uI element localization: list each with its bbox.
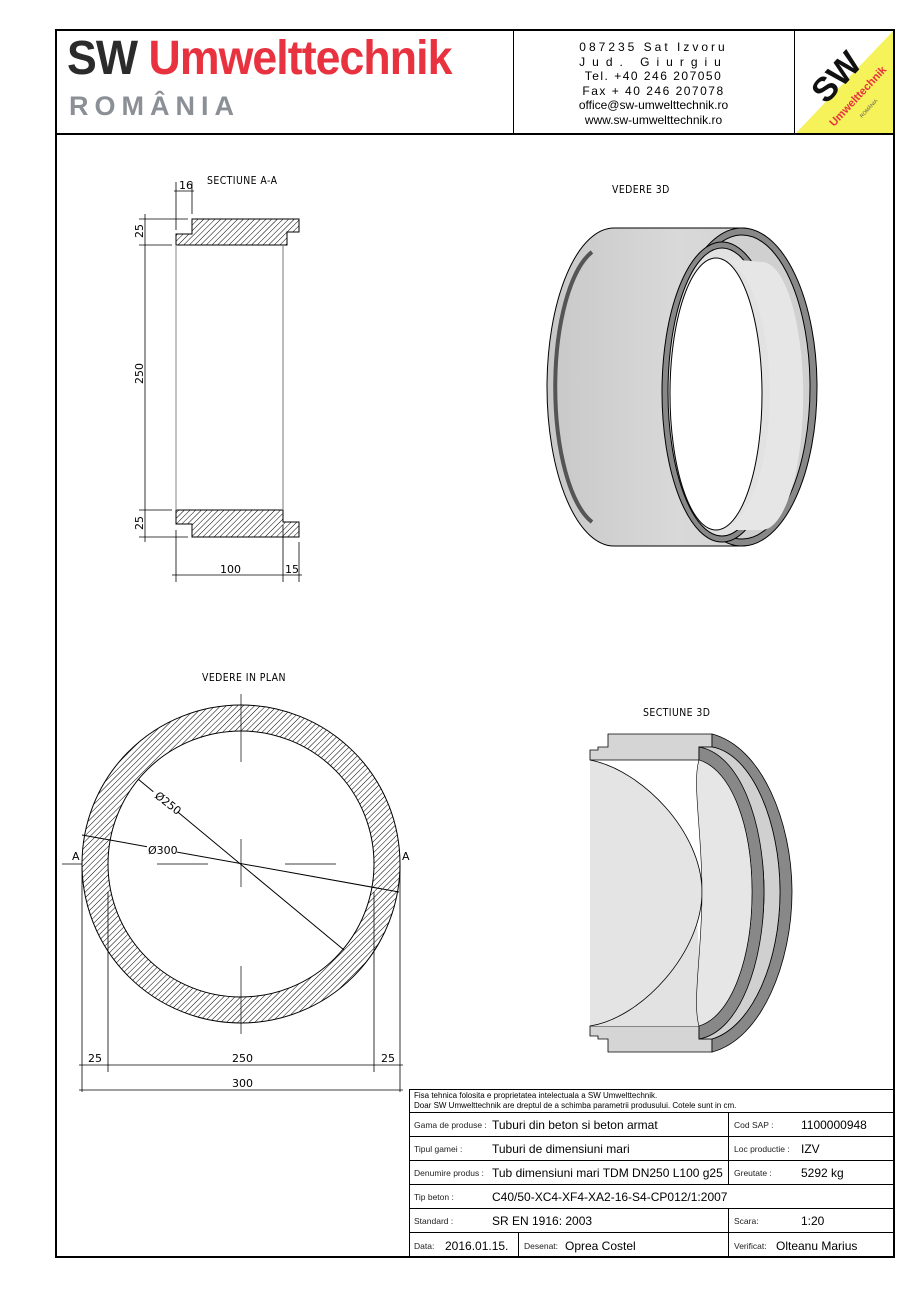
section-mark-right: A <box>402 850 410 863</box>
title-block: Fisa tehnica folosita e proprietatea int… <box>409 1089 893 1258</box>
contact-email[interactable]: office@sw-umwelttechnik.ro <box>578 98 729 112</box>
contact-fax: Fax + 40 246 207078 <box>582 83 725 98</box>
technical-sheet: SW Umwelttechnik ROMÂNIA 087235 Sat Izvo… <box>55 29 895 1258</box>
contact-address: 087235 Sat Izvoru <box>579 40 728 54</box>
brand-wordmark: SW Umwelttechnik <box>67 31 453 86</box>
svg-text:16: 16 <box>179 179 193 192</box>
svg-text:250: 250 <box>232 1052 253 1065</box>
company-logo: SW Umwelttechnik ROMÂNIA <box>796 31 893 133</box>
section-aa-drawing: 16 25 250 25 100 15 <box>62 179 818 1092</box>
brand-name: Umwelttechnik <box>148 32 453 85</box>
greutate-value: 5292 kg <box>801 1165 844 1180</box>
data-value: 2016.01.15. <box>445 1238 509 1253</box>
view-3d-drawing <box>546 227 818 547</box>
scara-value: 1:20 <box>801 1213 825 1228</box>
gama-value: Tuburi din beton si beton armat <box>492 1117 658 1132</box>
svg-text:25: 25 <box>381 1052 395 1065</box>
plan-view-drawing: Ø250 Ø300 A A 25 250 25 300 <box>62 694 410 1092</box>
row-beton: Tip beton : C40/50-XC4-XF4-XA2-16-S4-CP0… <box>410 1185 893 1209</box>
svg-text:15: 15 <box>285 563 299 576</box>
loc-label: Loc productie : <box>734 1143 790 1154</box>
svg-text:25: 25 <box>133 224 146 238</box>
brand-sw: SW <box>67 32 138 85</box>
svg-text:300: 300 <box>232 1077 253 1090</box>
svg-text:Ø300: Ø300 <box>148 844 178 857</box>
title-block-note: Fisa tehnica folosita e proprietatea int… <box>410 1090 893 1113</box>
section-3d-title: SECTIUNE 3D <box>643 706 711 719</box>
beton-value: C40/50-XC4-XF4-XA2-16-S4-CP012/1:2007 <box>492 1189 728 1204</box>
row-tipul: Tipul gamei : Tuburi de dimensiuni mari … <box>410 1137 893 1161</box>
loc-value: IZV <box>801 1141 820 1156</box>
svg-text:250: 250 <box>133 363 146 384</box>
note-line-1: Fisa tehnica folosita e proprietatea int… <box>414 1091 658 1100</box>
cod-sap-value: 1100000948 <box>801 1117 867 1132</box>
section-3d-drawing <box>589 733 793 1053</box>
desenat-label: Desenat: <box>524 1240 559 1251</box>
svg-text:25: 25 <box>133 516 146 530</box>
row-signatures: Data: 2016.01.15. Desenat: Oprea Costel … <box>410 1233 893 1258</box>
row-gama: Gama de produse : Tuburi din beton si be… <box>410 1113 893 1137</box>
brand-country: ROMÂNIA <box>69 91 240 121</box>
view-3d-title: VEDERE 3D <box>612 183 670 196</box>
gama-label: Gama de produse : <box>414 1119 487 1130</box>
contact-phone: Tel. +40 246 207050 <box>584 69 723 83</box>
contact-website[interactable]: www.sw-umwelttechnik.ro <box>584 112 723 127</box>
cod-sap-label: Cod SAP : <box>734 1119 774 1130</box>
contact-block: 087235 Sat Izvoru Jud. Giurgiu Tel. +40 … <box>513 31 795 133</box>
section-aa-title: SECTIUNE A-A <box>207 174 278 187</box>
note-line-2: Doar SW Umwelttechnik are dreptul de a s… <box>414 1101 737 1110</box>
verificat-value: Olteanu Marius <box>776 1238 858 1253</box>
scara-label: Scara: <box>734 1215 759 1226</box>
section-mark-left: A <box>72 850 80 863</box>
contact-county: Jud. Giurgiu <box>579 54 728 69</box>
tipul-value: Tuburi de dimensiuni mari <box>492 1141 630 1156</box>
standard-value: SR EN 1916: 2003 <box>492 1213 593 1228</box>
desenat-value: Oprea Costel <box>565 1238 636 1253</box>
denumire-label: Denumire produs : <box>414 1167 484 1178</box>
tipul-label: Tipul gamei : <box>414 1143 463 1154</box>
svg-text:100: 100 <box>220 563 241 576</box>
row-denumire: Denumire produs : Tub dimensiuni mari TD… <box>410 1161 893 1185</box>
row-standard: Standard : SR EN 1916: 2003 Scara: 1:20 <box>410 1209 893 1233</box>
standard-label: Standard : <box>414 1215 454 1226</box>
beton-label: Tip beton : <box>414 1191 454 1202</box>
svg-text:25: 25 <box>88 1052 102 1065</box>
plan-view-title: VEDERE IN PLAN <box>202 671 286 684</box>
brand-block: SW Umwelttechnik ROMÂNIA <box>57 31 514 133</box>
greutate-label: Greutate : <box>734 1167 772 1178</box>
sheet-header: SW Umwelttechnik ROMÂNIA 087235 Sat Izvo… <box>57 31 893 135</box>
denumire-value: Tub dimensiuni mari TDM DN250 L100 g25 <box>492 1165 723 1180</box>
data-label: Data: <box>414 1240 435 1251</box>
verificat-label: Verificat: <box>734 1240 767 1251</box>
